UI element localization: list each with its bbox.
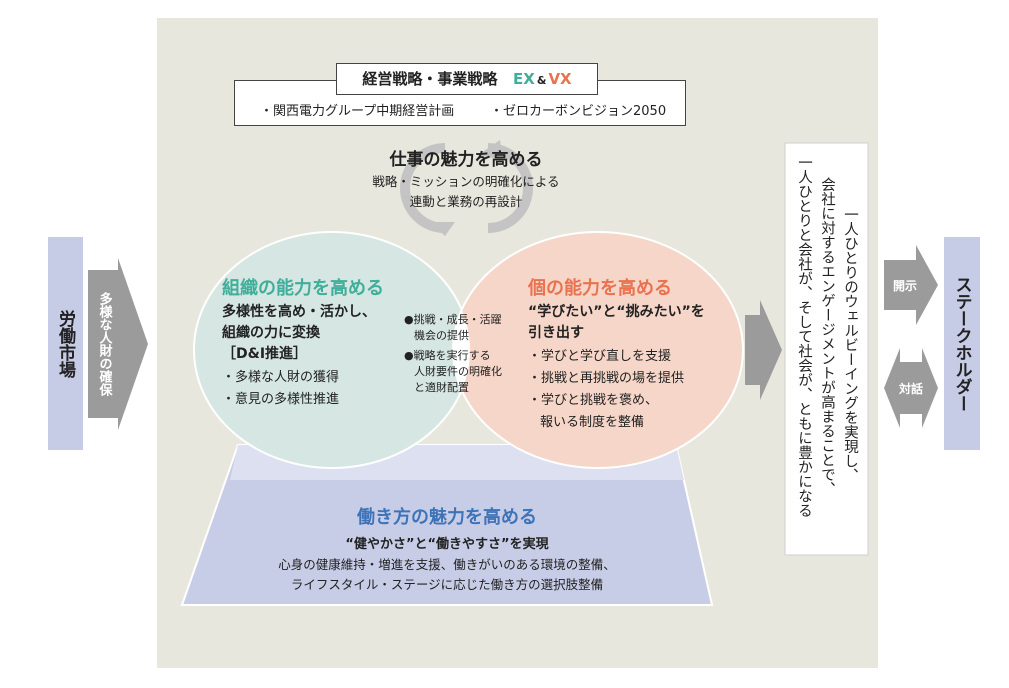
talent-arrow-text: 多様な人財の確保 [96,292,112,396]
outcome-line: 会社に対するエンゲージメントが高まることで、 [819,177,835,496]
cycle-arrow-left-icon [400,143,446,233]
individual-bullet: 報いる制度を整備 [540,415,645,430]
outcome-text: 一人ひとりのウェルビーイングを実現し、 会社に対するエンゲージメントが高まること… [792,155,861,550]
workstyle-subtitle: “健やかさ”と“働きやすさ”を実現 [345,537,549,552]
talent-arrow-icon [88,258,148,430]
work-appeal: 仕事の魅力を高める 戦略・ミッションの明確化による 連動と業務の再設計 [316,145,616,212]
overlap-bullet-cont: 人財要件の明確化 [414,365,502,378]
disclosure-arrow-icon [884,245,938,325]
individual-line: “学びたい”と“挑みたい”を [528,304,705,320]
outcome-arrow-icon [745,300,782,400]
ex-label: EX [513,70,535,88]
strategy-title-tab: 経営戦略・事業戦略 EX&VX [336,63,598,95]
org-line: ［D&I推進］ [222,346,308,362]
work-appeal-title: 仕事の魅力を高める [389,150,543,170]
workstyle-title: 働き方の魅力を高める [357,507,537,528]
vx-label: VX [548,70,572,88]
individual-section: 個の能力を高める “学びたい”と“挑みたい”を 引き出す ・学びと学び直しを支援… [528,274,705,434]
outcome-box [784,142,869,556]
outcome-line: 一人ひとりのウェルビーイングを実現し、 [842,207,858,483]
dialogue-arrow-icon [884,348,938,428]
overlap-bullet: ●挑戦・成長・活躍 [404,313,502,326]
workstyle-line: ライフスタイル・ステージに応じた働き方の選択肢整備 [290,577,604,592]
org-bullet: ・多様な人財の獲得 [222,370,340,385]
org-section: 組織の能力を高める 多様性を高め・活かし、 組織の力に変換 ［D&I推進］ ・多… [222,274,384,411]
stakeholder-box [944,237,980,450]
strategy-item: ・ゼロカーボンビジョン2050 [490,104,667,119]
amp-label: & [536,74,547,87]
individual-bullet: ・学びと学び直しを支援 [528,349,672,364]
individual-bullet: ・挑戦と再挑戦の場を提供 [528,371,685,386]
overlap-bullet-cont: 機会の提供 [414,329,469,342]
overlap-bullet-cont: と適財配置 [414,381,469,394]
work-appeal-line: 連動と業務の再設計 [409,194,523,209]
dialogue-label: 対話 [898,382,923,396]
individual-bullet: ・学びと挑戦を褒め、 [528,393,659,408]
overlap-bullet: ●戦略を実行する [404,349,491,362]
stakeholder-text: ステークホルダー [951,275,972,412]
outcome-line: 一人ひとりと会社が、そして社会が、ともに豊かになる [796,155,812,518]
talent-arrow-label: 多様な人財の確保 [90,270,118,418]
labor-market-box [48,237,83,450]
overlap-section: ●挑戦・成長・活躍 機会の提供 ●戦略を実行する 人財要件の明確化 と適財配置 [404,312,502,396]
workstyle-section: 働き方の魅力を高める “健やかさ”と“働きやすさ”を実現 心身の健康維持・増進を… [197,503,697,595]
labor-market-label: 労働市場 [48,237,83,450]
strategy-title: 経営戦略・事業戦略 [362,70,498,88]
cycle-arrow-right-icon [487,143,533,233]
org-line: 組織の力に変換 [222,325,320,341]
org-bullet: ・意見の多様性推進 [222,392,340,407]
org-title: 組織の能力を高める [222,278,384,299]
stakeholder-label: ステークホルダー [944,237,980,450]
strategy-item: ・関西電力グループ中期経営計画 [260,104,455,119]
labor-market-text: 労働市場 [55,309,75,378]
work-appeal-line: 戦略・ミッションの明確化による [372,174,560,189]
org-line: 多様性を高め・活かし、 [222,304,376,320]
workstyle-line: 心身の健康維持・増進を支援、働きがいのある環境の整備、 [278,557,616,572]
disclosure-label: 開示 [892,279,917,293]
individual-line: 引き出す [528,325,584,341]
individual-title: 個の能力を高める [528,278,672,299]
